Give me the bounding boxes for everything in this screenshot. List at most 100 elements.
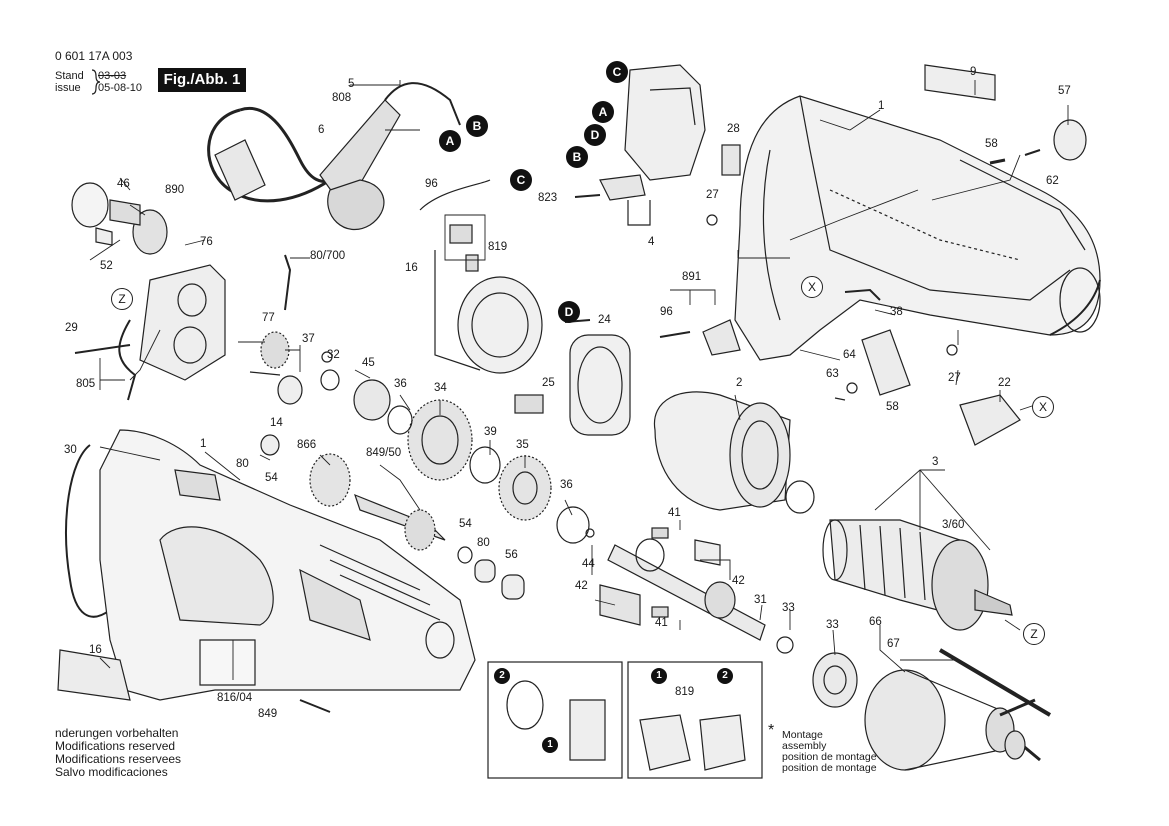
connector-b: B — [466, 115, 488, 137]
part-label-816-04-inset: 819 — [675, 686, 695, 698]
part-label-28: 29 — [65, 322, 78, 334]
stand-label: Stand — [55, 70, 84, 82]
part-label-3: 3 — [932, 456, 939, 468]
part-label-62: 62 — [1046, 175, 1059, 187]
part-label-14: 14 — [270, 417, 283, 429]
part-label-52b: 54 — [459, 518, 472, 530]
part-label-38: 38 — [890, 306, 903, 318]
connector-d: D — [584, 124, 606, 146]
housing-half-top — [734, 95, 1101, 361]
part-label-40b: 41 — [655, 617, 668, 629]
gear-set — [260, 331, 595, 600]
footer-line-4: Salvo modificaciones — [55, 765, 168, 779]
part-label-52: 54 — [265, 472, 278, 484]
part-label-819: 823 — [538, 192, 558, 204]
part-label-3-60: 3/60 — [942, 519, 965, 531]
footer-line-1: nderungen vorbehalten — [55, 726, 179, 740]
part-label-31: 33 — [782, 602, 795, 614]
part-label-2: 2 — [736, 377, 743, 389]
part-label-1-top: 1 — [878, 100, 885, 112]
part-label-25: 27 — [706, 189, 719, 201]
part-label-80: 66 — [869, 616, 882, 628]
part-label-4: 4 — [648, 236, 655, 248]
part-label-37: 37 — [302, 333, 315, 345]
brush-holder — [419, 179, 631, 436]
connector-a: A — [592, 101, 614, 123]
part-label-16: 16 — [405, 262, 418, 274]
part-label-27: 28 — [727, 123, 740, 135]
gear-plate — [71, 182, 292, 401]
part-label-25b: 27 — [948, 372, 961, 384]
part-label-24: 24 — [598, 314, 611, 326]
part-label-9: 9 — [970, 66, 977, 78]
step-marker: 1 — [651, 668, 667, 684]
part-label-35: 35 — [516, 439, 529, 451]
part-label-30: 31 — [754, 594, 767, 606]
part-label-77: 805 — [76, 378, 96, 390]
spindle — [599, 527, 766, 641]
part-label-6: 6 — [318, 124, 325, 136]
part-label-54: 56 — [505, 549, 518, 561]
part-label-36b: 36 — [560, 479, 573, 491]
part-label-76: 80/700 — [310, 250, 346, 262]
issue-label: issue — [55, 82, 81, 94]
part-label-39: 39 — [484, 426, 497, 438]
assembly-star: * — [768, 722, 775, 739]
part-label-68: 80 — [236, 458, 249, 470]
part-label-22: 22 — [998, 377, 1011, 389]
step-marker: 2 — [494, 668, 510, 684]
part-label-68b: 80 — [477, 537, 490, 549]
part-label-80-700: 67 — [887, 638, 900, 650]
part-label-20: 16 — [89, 644, 102, 656]
part-label-29: 30 — [64, 444, 77, 456]
part-label-64: 64 — [843, 349, 856, 361]
part-label-90: 96 — [425, 178, 438, 190]
assembly-line-4: position de montage — [782, 762, 877, 774]
connector-b: B — [566, 146, 588, 168]
connector-d: D — [558, 301, 580, 323]
ref-mark-z: Z — [111, 288, 133, 310]
ref-mark-x: X — [801, 276, 823, 298]
drill-chuck — [864, 648, 1052, 771]
part-label-5: 5 — [348, 78, 355, 90]
part-label-40: 41 — [668, 507, 681, 519]
part-label-849: 849/50 — [366, 447, 402, 459]
part-label-45: 46 — [117, 178, 130, 190]
part-label-866: 890 — [165, 184, 185, 196]
part-label-41b: 42 — [575, 580, 588, 592]
part-label-849-50: 866 — [297, 439, 317, 451]
step-marker: 1 — [542, 737, 558, 753]
part-label-57: 57 — [1058, 85, 1071, 97]
part-label-816-04: 819 — [488, 241, 508, 253]
connector-a: A — [439, 130, 461, 152]
part-label-67: 77 — [262, 312, 275, 324]
part-label-58: 58 — [985, 138, 998, 150]
step-marker: 2 — [717, 668, 733, 684]
leader-lines — [89, 80, 1069, 680]
assembly-line-3: position de montage — [782, 751, 877, 763]
ref-mark-x: X — [1032, 396, 1054, 418]
small-parts — [74, 64, 1087, 654]
part-label-823: 849 — [258, 708, 278, 720]
part-label-32: 32 — [327, 349, 340, 361]
assembly-line-2: assembly — [782, 740, 827, 752]
connector-c: C — [606, 61, 628, 83]
footer-line-3: Modifications reservees — [55, 752, 182, 766]
part-label-808: 816/04 — [217, 692, 253, 704]
armature — [822, 519, 1013, 631]
part-label-36: 36 — [394, 378, 407, 390]
bearing-33 — [812, 652, 858, 708]
part-label-63: 63 — [826, 368, 839, 380]
power-cord — [207, 82, 461, 231]
footer-line-2: Modifications reserved — [55, 739, 176, 753]
part-label-42: 45 — [362, 357, 375, 369]
part-label-66: 76 — [200, 236, 213, 248]
stator — [653, 391, 815, 514]
part-label-41: 42 — [732, 575, 745, 587]
connector-c: C — [510, 169, 532, 191]
assembly-line-1: Montage — [782, 729, 823, 741]
ref-mark-z: Z — [1023, 623, 1045, 645]
new-date: 05-08-10 — [98, 82, 143, 94]
